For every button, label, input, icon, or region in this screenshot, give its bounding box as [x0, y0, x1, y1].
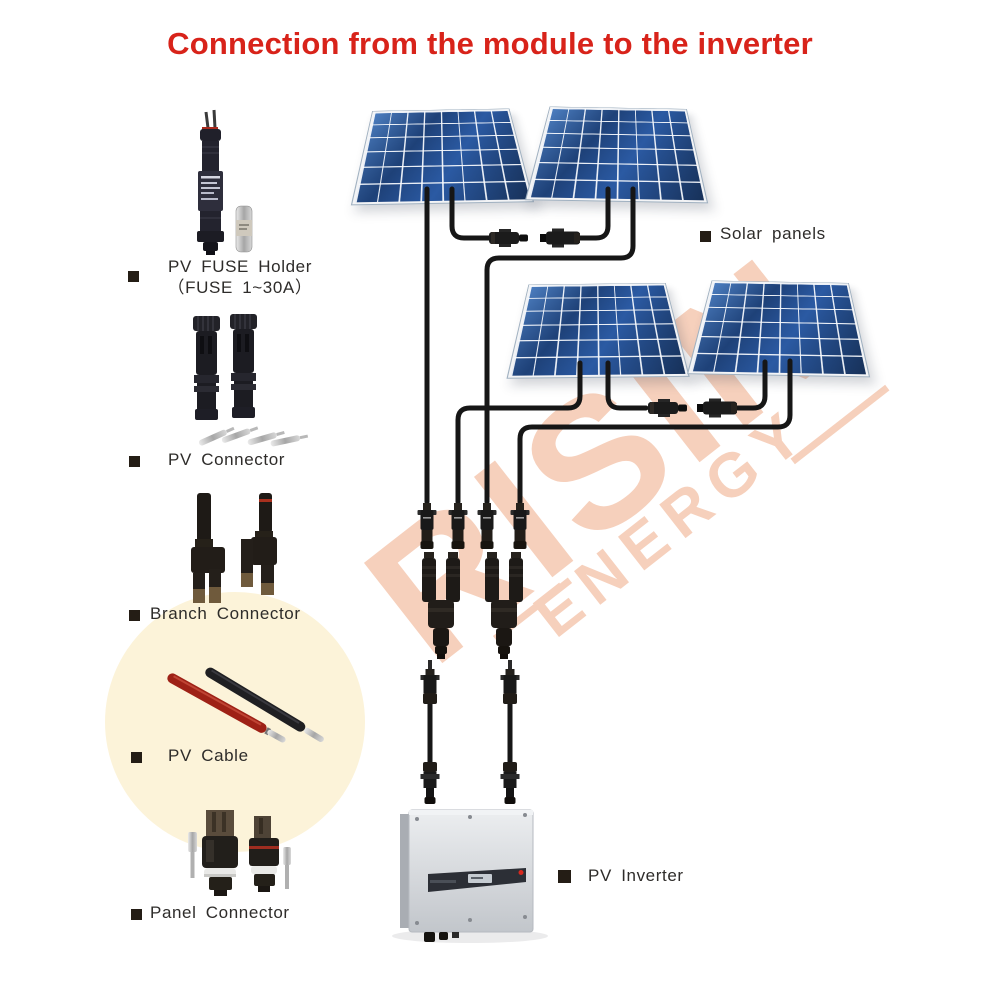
- pv-cable-image: [166, 666, 326, 746]
- branch-connectors: [422, 552, 523, 659]
- page-title: Connection from the module to the invert…: [120, 26, 860, 62]
- bullet-icon: [558, 870, 571, 883]
- legend-sublabel: （FUSE 1~30A）: [150, 278, 330, 299]
- legend-item-branch-connector: Branch Connector: [150, 604, 301, 625]
- pv-inverter-label: PV Inverter: [588, 866, 684, 887]
- pv-connector-image: [193, 314, 308, 447]
- bullet-icon: [129, 610, 140, 621]
- jumper-cables: [421, 660, 520, 804]
- bullet-icon: [131, 909, 142, 920]
- mc4-string-ends: [418, 503, 530, 549]
- bullet-icon: [129, 456, 140, 467]
- bullet-icon: [131, 752, 142, 763]
- bullet-icon: [700, 231, 711, 242]
- bullet-icon: [128, 271, 139, 282]
- legend-label: PV FUSE Holder: [150, 257, 330, 278]
- panel-connector-image: [188, 810, 291, 896]
- mc4-pair-bottom: [648, 399, 737, 418]
- pv-inverter-image: [392, 810, 548, 943]
- legend-item-pv-cable: PV Cable: [168, 746, 249, 767]
- pv-fuse-holder-image: [197, 110, 252, 255]
- solar-panels-label: Solar panels: [720, 224, 826, 245]
- branch-connector-image: [191, 493, 277, 603]
- legend-item-pv-connector: PV Connector: [168, 450, 285, 471]
- legend-item-panel-connector: Panel Connector: [150, 903, 290, 924]
- mc4-pair-top: [489, 229, 580, 248]
- legend-item-pv-fuse-holder: PV FUSE Holder （FUSE 1~30A）: [150, 257, 330, 298]
